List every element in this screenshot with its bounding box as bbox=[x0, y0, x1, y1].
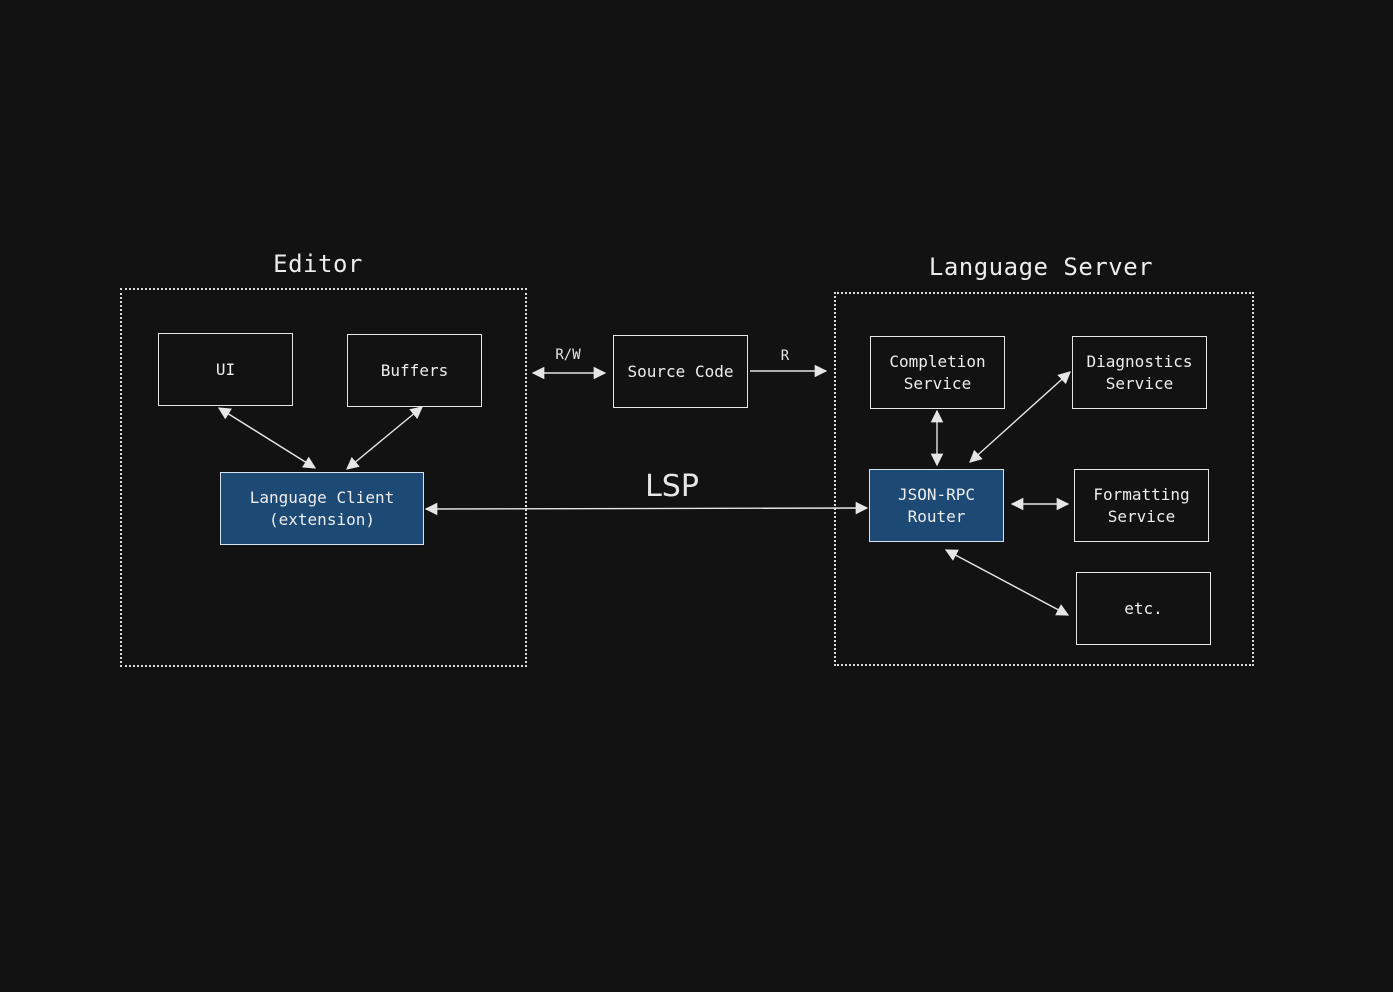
language-server-group bbox=[834, 292, 1254, 666]
source-code-node[interactable]: Source Code bbox=[613, 335, 748, 408]
editor-title: Editor bbox=[273, 250, 363, 278]
language-client-node[interactable]: Language Client (extension) bbox=[220, 472, 424, 545]
rw-label: R/W bbox=[555, 347, 581, 363]
formatting-service-node[interactable]: Formatting Service bbox=[1074, 469, 1209, 542]
diagnostics-service-node[interactable]: Diagnostics Service bbox=[1072, 336, 1207, 409]
r-label: R bbox=[780, 348, 790, 364]
buffers-node[interactable]: Buffers bbox=[347, 334, 482, 407]
json-rpc-router-node[interactable]: JSON-RPC Router bbox=[869, 469, 1004, 542]
ui-node[interactable]: UI bbox=[158, 333, 293, 406]
lsp-label: LSP bbox=[645, 469, 699, 504]
etc-node[interactable]: etc. bbox=[1076, 572, 1211, 645]
completion-service-node[interactable]: Completion Service bbox=[870, 336, 1005, 409]
editor-group bbox=[120, 288, 527, 667]
language-server-title: Language Server bbox=[928, 253, 1154, 281]
